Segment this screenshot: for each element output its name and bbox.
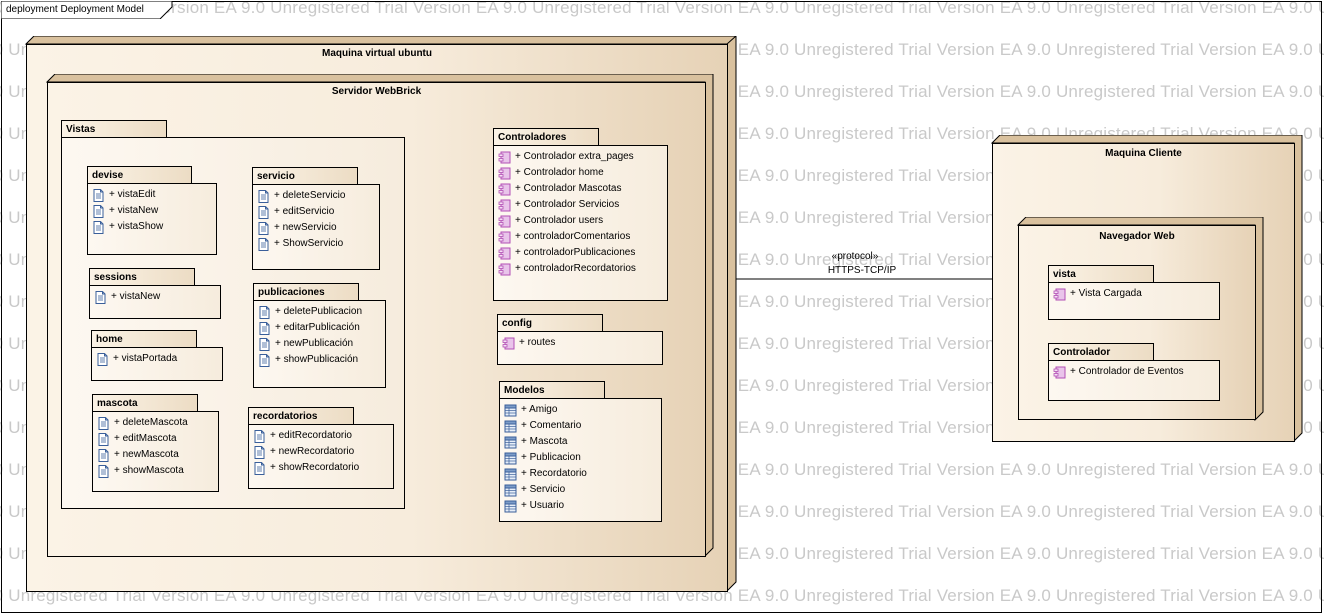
table-icon bbox=[504, 500, 517, 513]
package-devise-title: devise bbox=[92, 170, 124, 181]
component-icon bbox=[498, 167, 511, 180]
component-icon bbox=[498, 263, 511, 276]
table-icon bbox=[504, 420, 517, 433]
document-icon bbox=[93, 221, 104, 234]
document-icon bbox=[259, 322, 270, 335]
node-server-title: Servidor WebBrick bbox=[331, 86, 422, 97]
document-icon bbox=[98, 449, 109, 462]
package-publicaciones-title: publicaciones bbox=[258, 287, 325, 298]
component-icon bbox=[498, 231, 511, 244]
document-icon bbox=[98, 465, 109, 478]
package-config-title: config bbox=[502, 318, 532, 329]
document-icon bbox=[95, 291, 106, 304]
document-icon bbox=[93, 189, 104, 202]
component-icon bbox=[498, 183, 511, 196]
package-modelos-title: Modelos bbox=[504, 385, 545, 396]
document-icon bbox=[259, 354, 270, 367]
document-icon bbox=[93, 205, 104, 218]
document-icon bbox=[258, 190, 269, 203]
document-icon bbox=[98, 417, 109, 430]
component-icon bbox=[1053, 366, 1066, 379]
package-sessions-title: sessions bbox=[94, 272, 137, 283]
table-icon bbox=[504, 404, 517, 417]
frame-title: deployment Deployment Model bbox=[6, 4, 144, 15]
document-icon bbox=[254, 462, 265, 475]
component-icon bbox=[498, 199, 511, 212]
table-icon bbox=[504, 468, 517, 481]
document-icon bbox=[259, 306, 270, 319]
package-controladores-title: Controladores bbox=[498, 132, 567, 143]
document-icon bbox=[258, 222, 269, 235]
node-browser-title: Navegador Web bbox=[1099, 231, 1175, 242]
package-recordatorios-title: recordatorios bbox=[253, 411, 318, 422]
document-icon bbox=[259, 338, 270, 351]
package-controlador-title: Controlador bbox=[1053, 347, 1111, 358]
package-vista-title: vista bbox=[1053, 269, 1076, 280]
table-icon bbox=[504, 452, 517, 465]
document-icon bbox=[258, 238, 269, 251]
node-vm-title: Maquina virtual ubuntu bbox=[322, 48, 432, 59]
document-icon bbox=[97, 353, 108, 366]
package-home-title: home bbox=[96, 334, 123, 345]
component-icon bbox=[498, 151, 511, 164]
protocol-connector[interactable] bbox=[734, 270, 996, 290]
document-icon bbox=[254, 446, 265, 459]
document-icon bbox=[258, 206, 269, 219]
document-icon bbox=[254, 430, 265, 443]
table-icon bbox=[504, 484, 517, 497]
connector-label: HTTPS-TCP/IP bbox=[827, 265, 897, 276]
package-mascota-title: mascota bbox=[97, 398, 138, 409]
package-vistas-title: Vistas bbox=[66, 124, 96, 135]
frame-tab bbox=[1, 1, 173, 19]
node-client-title: Maquina Cliente bbox=[1105, 148, 1182, 159]
component-icon bbox=[498, 215, 511, 228]
table-icon bbox=[504, 436, 517, 449]
package-servicio-title: servicio bbox=[257, 171, 295, 182]
component-icon bbox=[498, 247, 511, 260]
component-icon bbox=[1053, 288, 1066, 301]
connector-stereotype: «protocol» bbox=[831, 251, 879, 262]
document-icon bbox=[98, 433, 109, 446]
component-icon bbox=[502, 337, 515, 350]
